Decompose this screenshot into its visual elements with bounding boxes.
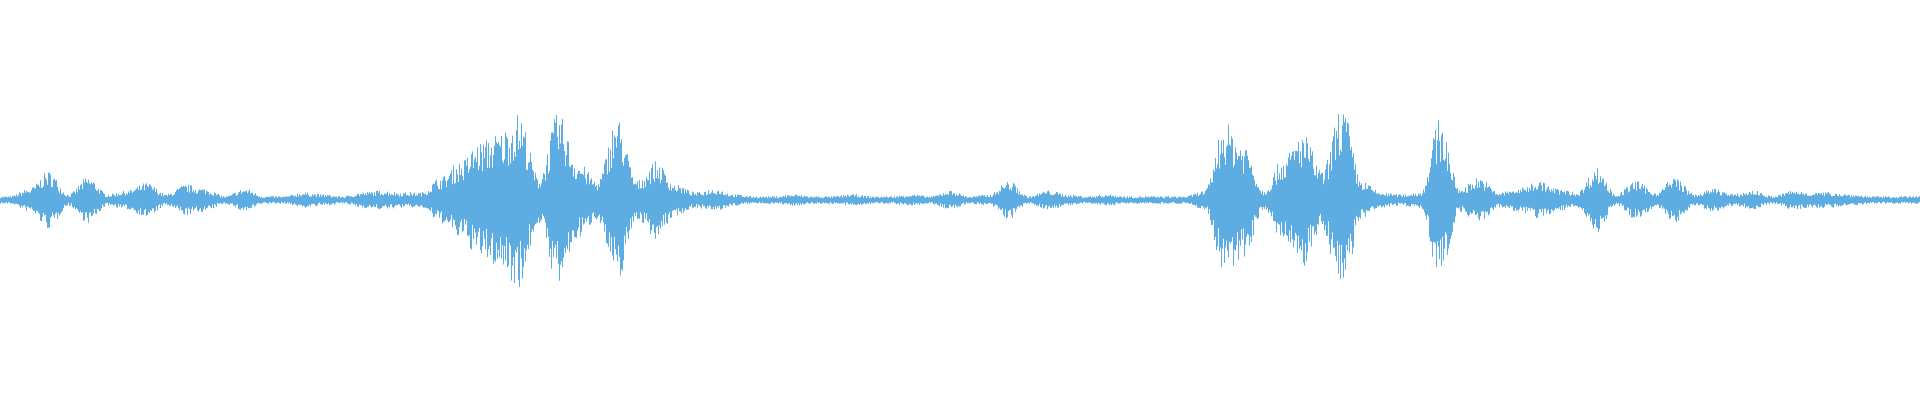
waveform-segment	[58, 188, 78, 216]
waveform-segment	[1488, 185, 1508, 216]
waveform-segment	[1234, 147, 1253, 260]
waveform-segment	[1351, 147, 1371, 254]
waveform-segment	[1136, 196, 1155, 204]
waveform-segment	[548, 115, 568, 281]
waveform-segment	[1704, 188, 1724, 211]
waveform-segment	[1626, 181, 1645, 218]
waveform-segment	[1155, 196, 1175, 204]
waveform-segment	[1449, 163, 1469, 244]
waveform-segment	[391, 192, 411, 209]
waveform-segment	[940, 190, 960, 209]
waveform-segment	[999, 182, 1018, 219]
waveform-segment	[195, 189, 215, 212]
waveform-segment	[626, 154, 646, 239]
waveform-segment	[666, 182, 685, 224]
waveform-segment	[431, 175, 450, 224]
waveform-segment	[1743, 190, 1763, 210]
waveform-segment	[1900, 196, 1920, 204]
waveform-segment	[333, 195, 352, 205]
waveform-segment	[156, 188, 176, 211]
waveform-segment	[842, 194, 862, 206]
waveform-segment	[1822, 192, 1841, 208]
waveform-segment	[881, 195, 901, 205]
waveform-segment	[1724, 192, 1743, 207]
waveform-segment	[78, 178, 97, 223]
waveform-segment	[1253, 175, 1273, 236]
waveform-segment	[1116, 196, 1136, 204]
waveform-segment	[764, 196, 783, 205]
waveform-segment	[960, 194, 979, 207]
waveform-segment	[1645, 187, 1665, 213]
waveform-segment	[1371, 189, 1391, 209]
waveform-segment	[1763, 194, 1782, 206]
waveform-segment	[803, 196, 822, 205]
waveform-segment	[1175, 194, 1195, 206]
waveform-segment	[979, 192, 999, 210]
waveform-segment	[1782, 190, 1802, 209]
waveform-segment	[97, 188, 117, 211]
waveform-segment	[411, 190, 431, 212]
waveform-segment	[39, 172, 58, 228]
waveform-segment	[1077, 195, 1097, 204]
waveform-segment	[1547, 186, 1567, 215]
waveform-segment	[176, 184, 195, 216]
waveform-segment	[235, 189, 254, 211]
waveform-segment	[920, 194, 940, 207]
waveform-segment	[1410, 172, 1430, 238]
waveform-segment	[1312, 151, 1332, 254]
waveform-segment	[1097, 194, 1116, 206]
waveform-segment	[744, 195, 764, 205]
waveform-segment	[1508, 187, 1528, 214]
waveform-segment	[705, 190, 724, 210]
waveform-segment	[274, 194, 293, 206]
waveform-segment	[1469, 178, 1488, 221]
waveform-segment	[137, 183, 156, 216]
waveform-segment	[724, 193, 744, 208]
waveform-segment	[568, 141, 587, 252]
waveform-segment	[1684, 185, 1704, 213]
waveform-segment	[1057, 192, 1077, 208]
waveform-segment	[1430, 120, 1449, 268]
waveform-segment	[1880, 196, 1900, 204]
waveform-segment	[450, 157, 470, 237]
waveform-segment	[117, 188, 137, 213]
waveform-segment	[293, 192, 313, 208]
waveform-segment	[1214, 124, 1234, 267]
waveform-segment	[862, 195, 881, 205]
waveform-segment	[607, 122, 626, 276]
waveform-segment	[1528, 182, 1547, 218]
waveform-segment	[528, 152, 548, 249]
waveform-segment	[1665, 179, 1684, 223]
waveform-segment	[470, 140, 489, 257]
waveform-segment	[1195, 169, 1214, 226]
waveform-segment	[1606, 182, 1626, 219]
waveform-segment	[901, 194, 920, 206]
waveform-segment	[1586, 168, 1606, 233]
waveform-segment	[587, 158, 607, 243]
waveform-segment	[372, 190, 391, 210]
waveform-segment	[822, 195, 842, 204]
waveform-segment	[489, 132, 509, 268]
waveform-segment	[1391, 194, 1410, 207]
waveform-segment	[1861, 195, 1880, 205]
waveform-segment	[19, 183, 39, 214]
waveform-segment	[1273, 151, 1293, 243]
waveform-segment	[1802, 192, 1822, 208]
waveform-segment	[254, 193, 274, 207]
waveform-segment	[0, 194, 19, 205]
waveform-segment	[1038, 190, 1057, 210]
waveform-segment	[1332, 114, 1351, 280]
waveform-segment	[215, 193, 235, 207]
waveform-segment	[646, 161, 666, 239]
waveform-segment	[1841, 194, 1861, 207]
waveform-segment	[313, 194, 333, 206]
waveform-segment	[783, 194, 803, 206]
waveform-segment	[352, 192, 372, 208]
waveform-segment	[1567, 187, 1586, 215]
waveform-segment	[1293, 137, 1312, 266]
waveform-segment	[1018, 191, 1038, 208]
waveform-segment	[685, 189, 705, 210]
waveform-segment	[509, 115, 528, 287]
